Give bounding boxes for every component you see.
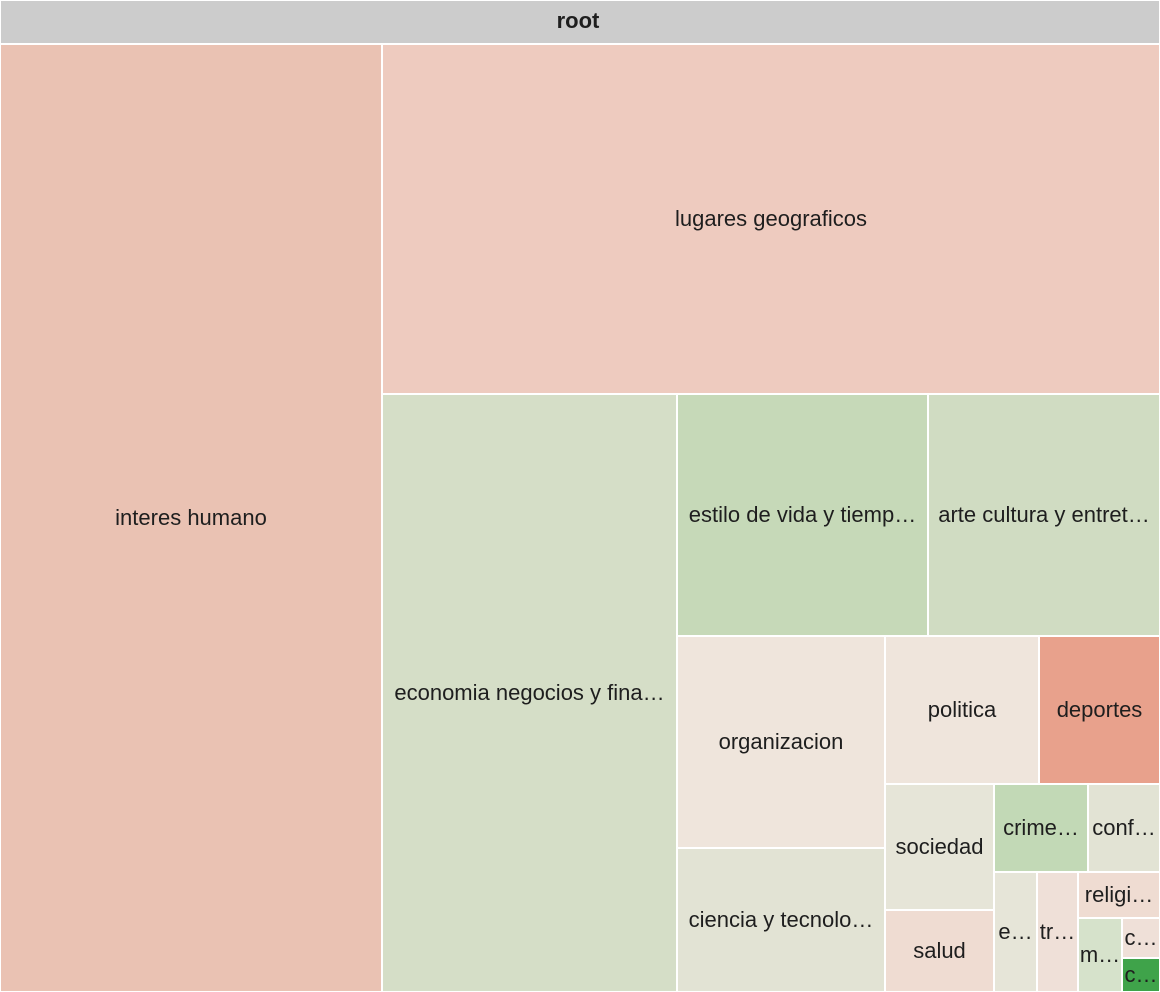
treemap-cell-rect[interactable] [676,847,886,992]
treemap-cell-interes-humano-0[interactable]: interes humano [0,43,383,992]
treemap-cell-label: c… [1125,962,1158,987]
treemap-cell-label: salud [913,938,966,963]
treemap-cell-label: organizacion [719,729,844,754]
treemap-cell-label: tr… [1040,919,1075,944]
treemap-cell-label: economia negocios y fina… [394,680,664,705]
treemap-cell-e-13[interactable]: e… [993,871,1038,992]
treemap-cell-ciencia-y-tecnolo-8[interactable]: ciencia y tecnolo… [676,847,886,992]
treemap-cell-religi-15[interactable]: religi… [1077,871,1160,919]
treemap-cell-label: deportes [1057,697,1143,722]
treemap-cell-rect[interactable] [884,783,995,911]
treemap-cell-rect[interactable] [1077,917,1123,992]
treemap-cell-rect[interactable] [1077,871,1160,919]
treemap-cell-politica-6[interactable]: politica [884,635,1040,785]
treemap-cell-sociedad-9[interactable]: sociedad [884,783,995,911]
treemap-cell-conf-11[interactable]: conf… [1087,783,1160,873]
treemap-cell-rect[interactable] [1121,917,1160,959]
treemap-cell-rect[interactable] [1087,783,1160,873]
treemap-cell-label: arte cultura y entret… [938,502,1150,527]
treemap-cell-label: interes humano [115,505,267,530]
treemap-cell-rect[interactable] [927,393,1160,637]
treemap-cell-rect[interactable] [993,783,1089,873]
treemap-cell-rect[interactable] [0,43,383,992]
root-header-label: root [557,8,600,33]
treemap-cell-label: religi… [1085,882,1153,907]
treemap-cell-rect[interactable] [1038,635,1160,785]
treemap-cell-rect[interactable] [676,635,886,849]
treemap-cell-lugares-geograficos-1[interactable]: lugares geograficos [381,43,1160,395]
treemap-cell-label: ciencia y tecnolo… [689,907,874,932]
treemap-cell-rect[interactable] [884,635,1040,785]
treemap-cell-organizacion-5[interactable]: organizacion [676,635,886,849]
treemap-cell-label: e… [998,919,1032,944]
treemap-cell-label: lugares geograficos [675,206,867,231]
treemap-cell-arte-cultura-y-entret-4[interactable]: arte cultura y entret… [927,393,1160,637]
treemap-cell-economia-negocios-y-fina-2[interactable]: economia negocios y fina… [381,393,678,992]
treemap-cell-c-18[interactable]: c… [1121,957,1160,992]
treemap-cell-label: m… [1080,942,1120,967]
treemap-cell-deportes-7[interactable]: deportes [1038,635,1160,785]
treemap-cell-label: estilo de vida y tiemp… [689,502,916,527]
treemap-cell-estilo-de-vida-y-tiemp-3[interactable]: estilo de vida y tiemp… [676,393,929,637]
treemap-cell-rect[interactable] [381,43,1160,395]
treemap-cell-rect[interactable] [1121,957,1160,992]
treemap-cell-label: sociedad [895,834,983,859]
treemap-cell-label: politica [928,697,997,722]
treemap-cell-label: conf… [1092,815,1156,840]
treemap-cell-m-16[interactable]: m… [1077,917,1123,992]
treemap-cell-salud-12[interactable]: salud [884,909,995,992]
treemap-cell-crime-10[interactable]: crime… [993,783,1089,873]
treemap-cell-label: c… [1125,925,1158,950]
treemap-cell-rect[interactable] [676,393,929,637]
treemap-cell-c-17[interactable]: c… [1121,917,1160,959]
treemap-cell-tr-14[interactable]: tr… [1036,871,1079,992]
treemap-cell-rect[interactable] [381,393,678,992]
treemap-cell-label: crime… [1003,815,1079,840]
